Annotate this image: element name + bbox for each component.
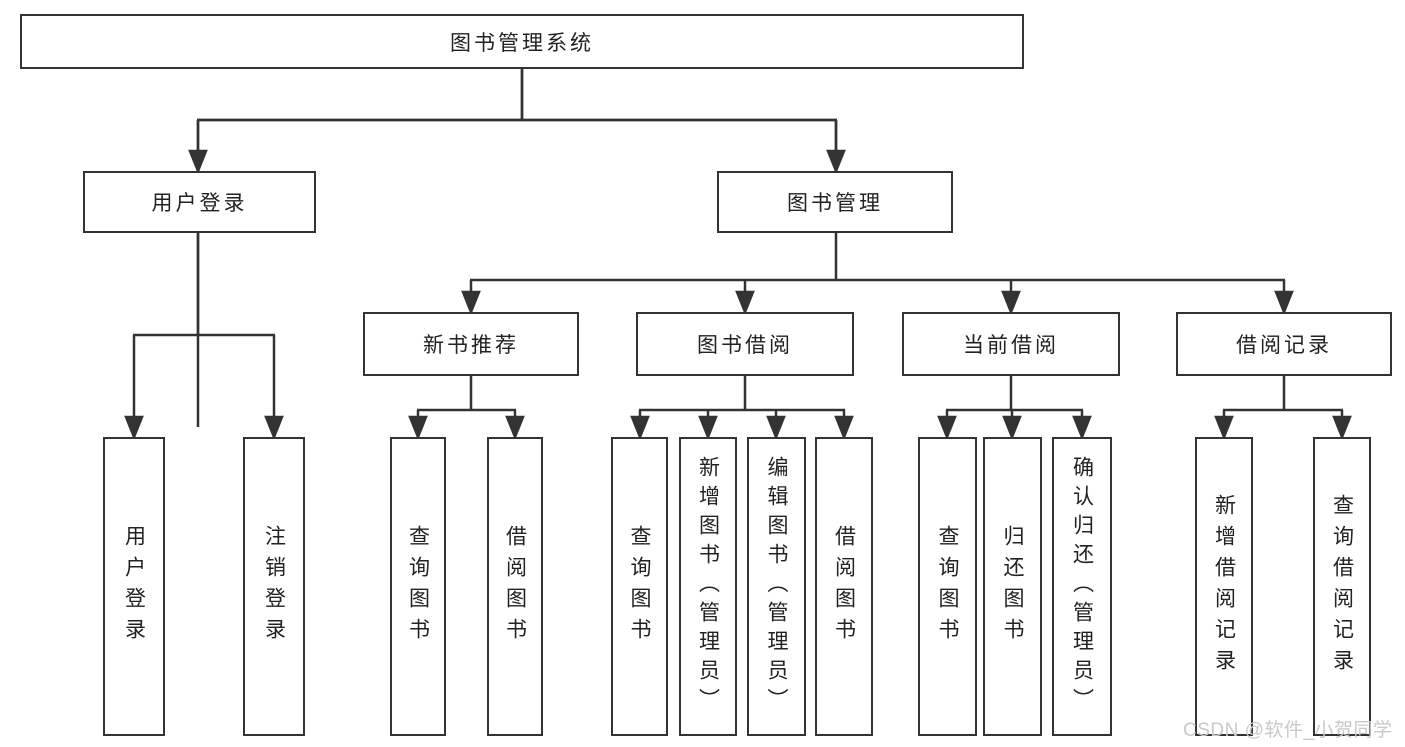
- arrowhead: [1332, 415, 1352, 441]
- branch-user-login: [124, 233, 284, 441]
- leaf-user-login: 用户登录: [103, 437, 165, 736]
- leaf-logout-label: 注销登录: [262, 524, 286, 649]
- arrowhead: [766, 415, 786, 441]
- leaf-add-books-admin-label: 新增图书（管理员）: [696, 456, 720, 717]
- leaf-query-borrow-record-label: 查询借阅记录: [1330, 493, 1354, 680]
- arrowhead: [1002, 415, 1022, 441]
- node-borrow-records-label: 借阅记录: [1236, 334, 1332, 357]
- branch-book-borrow-path: [638, 376, 846, 427]
- arrowhead: [630, 415, 650, 441]
- arrowhead: [937, 415, 957, 441]
- node-book-borrow-label: 图书借阅: [697, 334, 793, 357]
- branch-book-management-path: [469, 233, 1286, 302]
- leaf-query-books-borrow-label: 查询图书: [628, 524, 651, 649]
- node-book-management-label: 图书管理: [787, 192, 883, 215]
- csdn-watermark: CSDN @软件_小贺同学: [1183, 720, 1393, 741]
- node-user-login: 用户登录: [83, 171, 316, 233]
- node-new-book-recommend-label: 新书推荐: [423, 334, 519, 357]
- node-current-borrow: 当前借阅: [902, 312, 1120, 376]
- node-borrow-records: 借阅记录: [1176, 312, 1392, 376]
- arrowhead: [1001, 290, 1021, 316]
- branch-borrow-records: [1214, 376, 1352, 441]
- arrowhead: [505, 415, 525, 441]
- leaf-return-books: 归还图书: [983, 437, 1042, 736]
- leaf-add-borrow-record: 新增借阅记录: [1195, 437, 1253, 736]
- branch-new-book-recommend-path: [416, 376, 517, 427]
- leaf-query-borrow-record: 查询借阅记录: [1313, 437, 1371, 736]
- leaf-query-books-current-label: 查询图书: [936, 524, 959, 649]
- leaf-add-borrow-record-label: 新增借阅记录: [1212, 493, 1236, 680]
- leaf-query-books-recommend: 查询图书: [390, 437, 446, 736]
- node-book-borrow: 图书借阅: [636, 312, 854, 376]
- arrowhead: [188, 149, 208, 175]
- leaf-user-login-label: 用户登录: [122, 524, 146, 649]
- arrowhead: [698, 415, 718, 441]
- node-current-borrow-label: 当前借阅: [963, 334, 1059, 357]
- branch-root-path: [196, 69, 838, 161]
- leaf-query-books-recommend-label: 查询图书: [406, 524, 430, 649]
- node-new-book-recommend: 新书推荐: [363, 312, 579, 376]
- node-book-management: 图书管理: [717, 171, 953, 233]
- branch-root: [188, 69, 846, 427]
- arrowhead: [735, 290, 755, 316]
- leaf-query-books-current: 查询图书: [918, 437, 977, 736]
- node-root-system: 图书管理系统: [20, 14, 1024, 69]
- leaf-borrow-books-borrow: 借阅图书: [815, 437, 873, 736]
- node-root-label: 图书管理系统: [450, 31, 594, 55]
- leaf-borrow-books-borrow-label: 借阅图书: [832, 524, 856, 649]
- arrowhead: [124, 415, 144, 441]
- branch-book-borrow: [630, 376, 854, 441]
- branch-book-management: [461, 233, 1294, 316]
- branch-user-login-path: [132, 233, 276, 427]
- leaf-add-books-admin: 新增图书（管理员）: [679, 437, 737, 736]
- leaf-edit-books-admin: 编辑图书（管理员）: [747, 437, 806, 736]
- arrowhead: [826, 149, 846, 175]
- leaf-borrow-books-recommend: 借阅图书: [487, 437, 543, 736]
- leaf-confirm-return-admin: 确认归还（管理员）: [1052, 437, 1112, 736]
- branch-current-borrow: [937, 376, 1092, 441]
- arrowhead: [408, 415, 428, 441]
- arrowhead: [834, 415, 854, 441]
- leaf-confirm-return-admin-label: 确认归还（管理员）: [1070, 456, 1094, 717]
- arrowhead: [1214, 415, 1234, 441]
- arrowhead: [1072, 415, 1092, 441]
- node-user-login-label: 用户登录: [151, 192, 248, 215]
- arrowhead: [1274, 290, 1294, 316]
- branch-borrow-records-path: [1222, 376, 1344, 427]
- arrowhead: [264, 415, 284, 441]
- leaf-query-books-borrow: 查询图书: [611, 437, 668, 736]
- leaf-edit-books-admin-label: 编辑图书（管理员）: [765, 456, 788, 717]
- branch-new-book-recommend: [408, 376, 525, 441]
- arrowhead: [461, 290, 481, 316]
- leaf-borrow-books-recommend-label: 借阅图书: [503, 524, 527, 649]
- leaf-return-books-label: 归还图书: [1001, 524, 1024, 649]
- leaf-logout: 注销登录: [243, 437, 305, 736]
